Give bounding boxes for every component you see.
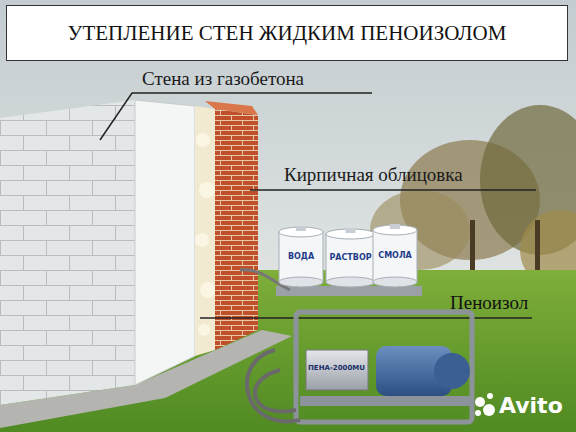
- tank: РАСТВОР: [325, 228, 376, 288]
- machine-label: ПЕНА-2000МU: [308, 364, 365, 372]
- tank-label: ВОДА: [278, 252, 324, 261]
- part-label: Стена из газобетона: [142, 68, 304, 90]
- trees: [370, 105, 576, 290]
- leader-lines: [100, 93, 536, 318]
- avito-logo: [475, 393, 495, 416]
- title-box: УТЕПЛЕНИЕ СТЕН ЖИДКИМ ПЕНОИЗОЛОМ: [6, 5, 568, 61]
- tank-label: СМОЛА: [372, 251, 418, 260]
- part-label: Кирпичная облицовка: [284, 164, 463, 186]
- watermark: Avito: [499, 393, 563, 418]
- foam-machine: [240, 270, 472, 422]
- part-label: Пеноизол: [450, 292, 528, 314]
- title: УТЕПЛЕНИЕ СТЕН ЖИДКИМ ПЕНОИЗОЛОМ: [68, 21, 507, 46]
- tank: СМОЛА: [372, 224, 418, 288]
- tank: ВОДА: [278, 226, 324, 288]
- tank-label: РАСТВОР: [325, 253, 376, 262]
